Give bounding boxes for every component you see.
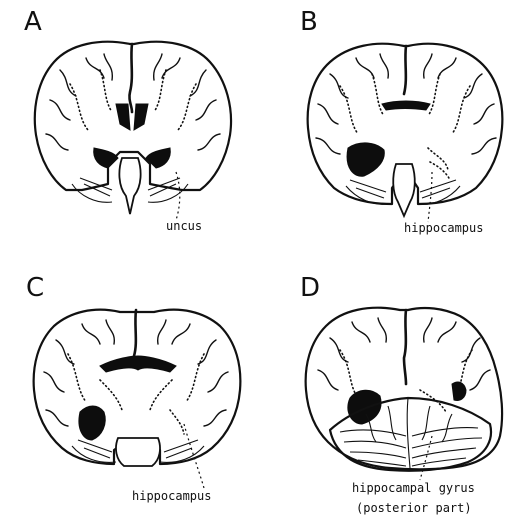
panel-a: A uncus [24, 7, 231, 233]
panel-d-letter: D [300, 273, 320, 303]
panel-c-label-hippocampus: hippocampus [132, 489, 211, 503]
panel-d-label-line1: hippocampal gyrus [352, 481, 475, 495]
panel-c-brain-section [34, 310, 241, 488]
panel-c-letter: C [26, 273, 44, 303]
panel-a-brain-section [35, 42, 231, 220]
panel-a-label-uncus: uncus [166, 219, 202, 233]
panel-a-letter: A [24, 7, 42, 37]
panel-b-label-hippocampus: hippocampus [404, 221, 483, 235]
panel-b-letter: B [300, 7, 318, 37]
panel-b-brain-section [308, 44, 503, 222]
panel-d: D hippocampal gyrus (posterior part) [300, 273, 502, 515]
panel-c: C hippocampus [26, 273, 240, 503]
panel-d-label-line2: (posterior part) [356, 501, 472, 515]
panel-b: B hippocampus [300, 7, 502, 235]
panel-d-brain-section [306, 308, 502, 480]
